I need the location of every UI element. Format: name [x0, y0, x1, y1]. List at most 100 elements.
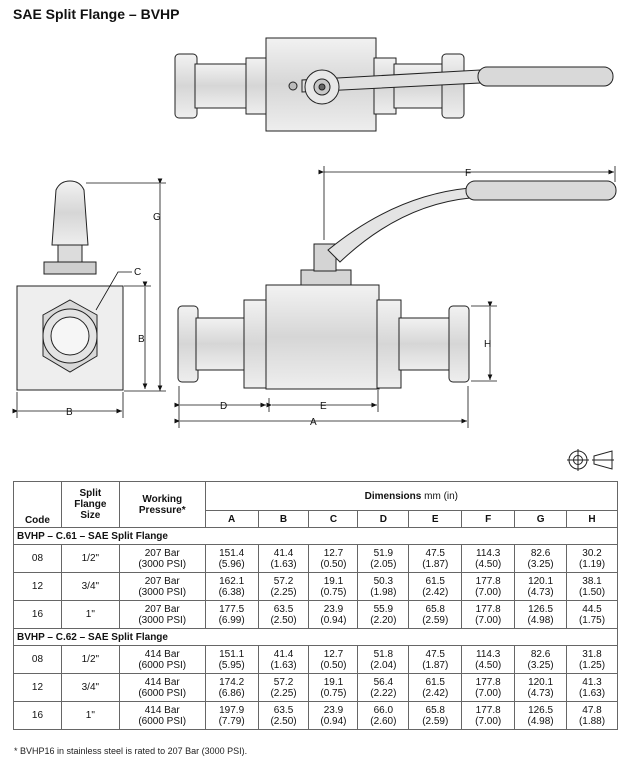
cell-dim-a: 177.5(6.99): [204, 600, 259, 629]
section-header: BVHP – C.61 – SAE Split Flange: [13, 527, 618, 545]
cell-dim-a: 174.2(6.86): [204, 673, 259, 702]
cell-dim-f: 114.3(4.50): [461, 544, 516, 573]
cell-dim-b: 57.2(2.25): [257, 673, 310, 702]
front-view: [177, 180, 617, 390]
cell-pressure: 207 Bar(3000 PSI): [118, 572, 206, 601]
cell-dim-d: 50.3(1.98): [357, 572, 410, 601]
dim-label-b-side: B: [138, 334, 145, 345]
front-view-tube-left: [195, 317, 247, 371]
cell-size: 1": [60, 600, 120, 629]
dim-label-g: G: [153, 212, 161, 223]
cell-dim-h: 31.8(1.25): [566, 645, 618, 674]
cell-dim-c: 12.7(0.50): [308, 645, 359, 674]
front-view-tube-right: [398, 317, 452, 371]
cell-dim-g: 82.6(3.25): [514, 645, 568, 674]
footnote: * BVHP16 in stainless steel is rated to …: [14, 746, 248, 756]
cell-code: 12: [13, 673, 62, 702]
front-view-body: [265, 284, 380, 390]
cell-dim-d: 51.8(2.04): [357, 645, 410, 674]
cell-dim-b: 41.4(1.63): [257, 544, 310, 573]
cell-dim-a: 162.1(6.38): [204, 572, 259, 601]
cell-dim-b: 41.4(1.63): [257, 645, 310, 674]
cell-dim-c: 12.7(0.50): [308, 544, 359, 573]
top-view-stop-pin: [288, 81, 298, 91]
cell-dim-f: 177.8(7.00): [461, 673, 516, 702]
end-view-bore-inner: [50, 316, 90, 356]
cell-pressure: 414 Bar(6000 PSI): [118, 645, 206, 674]
dim-label-a: A: [310, 417, 317, 428]
cell-pressure: 207 Bar(3000 PSI): [118, 600, 206, 629]
cell-dim-e: 47.5(1.87): [408, 544, 463, 573]
cell-dim-h: 30.2(1.19): [566, 544, 618, 573]
cell-code: 08: [13, 645, 62, 674]
cell-dim-c: 23.9(0.94): [308, 701, 359, 730]
cell-dim-d: 51.9(2.05): [357, 544, 410, 573]
cell-pressure: 207 Bar(3000 PSI): [118, 544, 206, 573]
dim-label-e: E: [320, 401, 327, 412]
technical-drawing: G B C B F D E A H: [12, 37, 617, 428]
cell-dim-a: 151.1(5.95): [204, 645, 259, 674]
cell-dim-b: 63.5(2.50): [257, 600, 310, 629]
cell-dim-e: 47.5(1.87): [408, 645, 463, 674]
cell-dim-f: 177.8(7.00): [461, 600, 516, 629]
cell-dim-c: 23.9(0.94): [308, 600, 359, 629]
cell-size: 1": [60, 701, 120, 730]
front-view-port-right: [448, 305, 470, 383]
front-view-handle-arm: [327, 187, 471, 263]
cell-code: 16: [13, 701, 62, 730]
dim-label-h: H: [484, 339, 491, 350]
front-view-stem-base: [300, 269, 352, 286]
cell-dim-h: 47.8(1.88): [566, 701, 618, 730]
cell-dim-e: 65.8(2.59): [408, 600, 463, 629]
cell-size: 3/4": [60, 572, 120, 601]
cell-dim-f: 177.8(7.00): [461, 701, 516, 730]
section-header: BVHP – C.62 – SAE Split Flange: [13, 628, 618, 646]
front-view-port-left: [177, 305, 199, 383]
end-view-stem-base: [43, 261, 97, 275]
dim-label-c: C: [134, 267, 141, 278]
top-view-port-right: [441, 53, 465, 119]
cell-dim-d: 56.4(2.22): [357, 673, 410, 702]
header-dim-e: E: [408, 510, 463, 528]
page-title: SAE Split Flange – BVHP: [13, 6, 180, 22]
front-view-handle-grip: [465, 180, 617, 201]
dim-label-b-bottom: B: [66, 407, 73, 418]
top-view-handle-grip: [477, 66, 614, 87]
top-view-nut-left: [245, 57, 269, 115]
cell-dim-g: 120.1(4.73): [514, 572, 568, 601]
header-dim-b: B: [257, 510, 310, 528]
cell-dim-e: 65.8(2.59): [408, 701, 463, 730]
top-view-port-left: [174, 53, 198, 119]
cell-dim-a: 197.9(7.79): [204, 701, 259, 730]
cell-code: 16: [13, 600, 62, 629]
dimension-lines: [12, 166, 616, 428]
cell-dim-g: 126.5(4.98): [514, 701, 568, 730]
cell-dim-f: 114.3(4.50): [461, 645, 516, 674]
cell-code: 12: [13, 572, 62, 601]
header-dim-c: C: [308, 510, 359, 528]
end-view-handle: [51, 180, 89, 246]
header-dim-h: H: [566, 510, 618, 528]
dim-label-d: D: [220, 401, 227, 412]
cell-dim-h: 44.5(1.75): [566, 600, 618, 629]
header-code: Code: [13, 481, 62, 528]
end-view: [16, 180, 124, 391]
cell-dim-g: 82.6(3.25): [514, 544, 568, 573]
cell-dim-a: 151.4(5.96): [204, 544, 259, 573]
cell-pressure: 414 Bar(6000 PSI): [118, 673, 206, 702]
cell-dim-g: 120.1(4.73): [514, 673, 568, 702]
cell-dim-e: 61.5(2.42): [408, 572, 463, 601]
cell-size: 1/2": [60, 645, 120, 674]
cell-dim-b: 57.2(2.25): [257, 572, 310, 601]
cell-size: 3/4": [60, 673, 120, 702]
front-view-nut-left: [243, 299, 269, 389]
header-dim-f: F: [461, 510, 516, 528]
third-angle-projection-icon: [567, 449, 614, 471]
